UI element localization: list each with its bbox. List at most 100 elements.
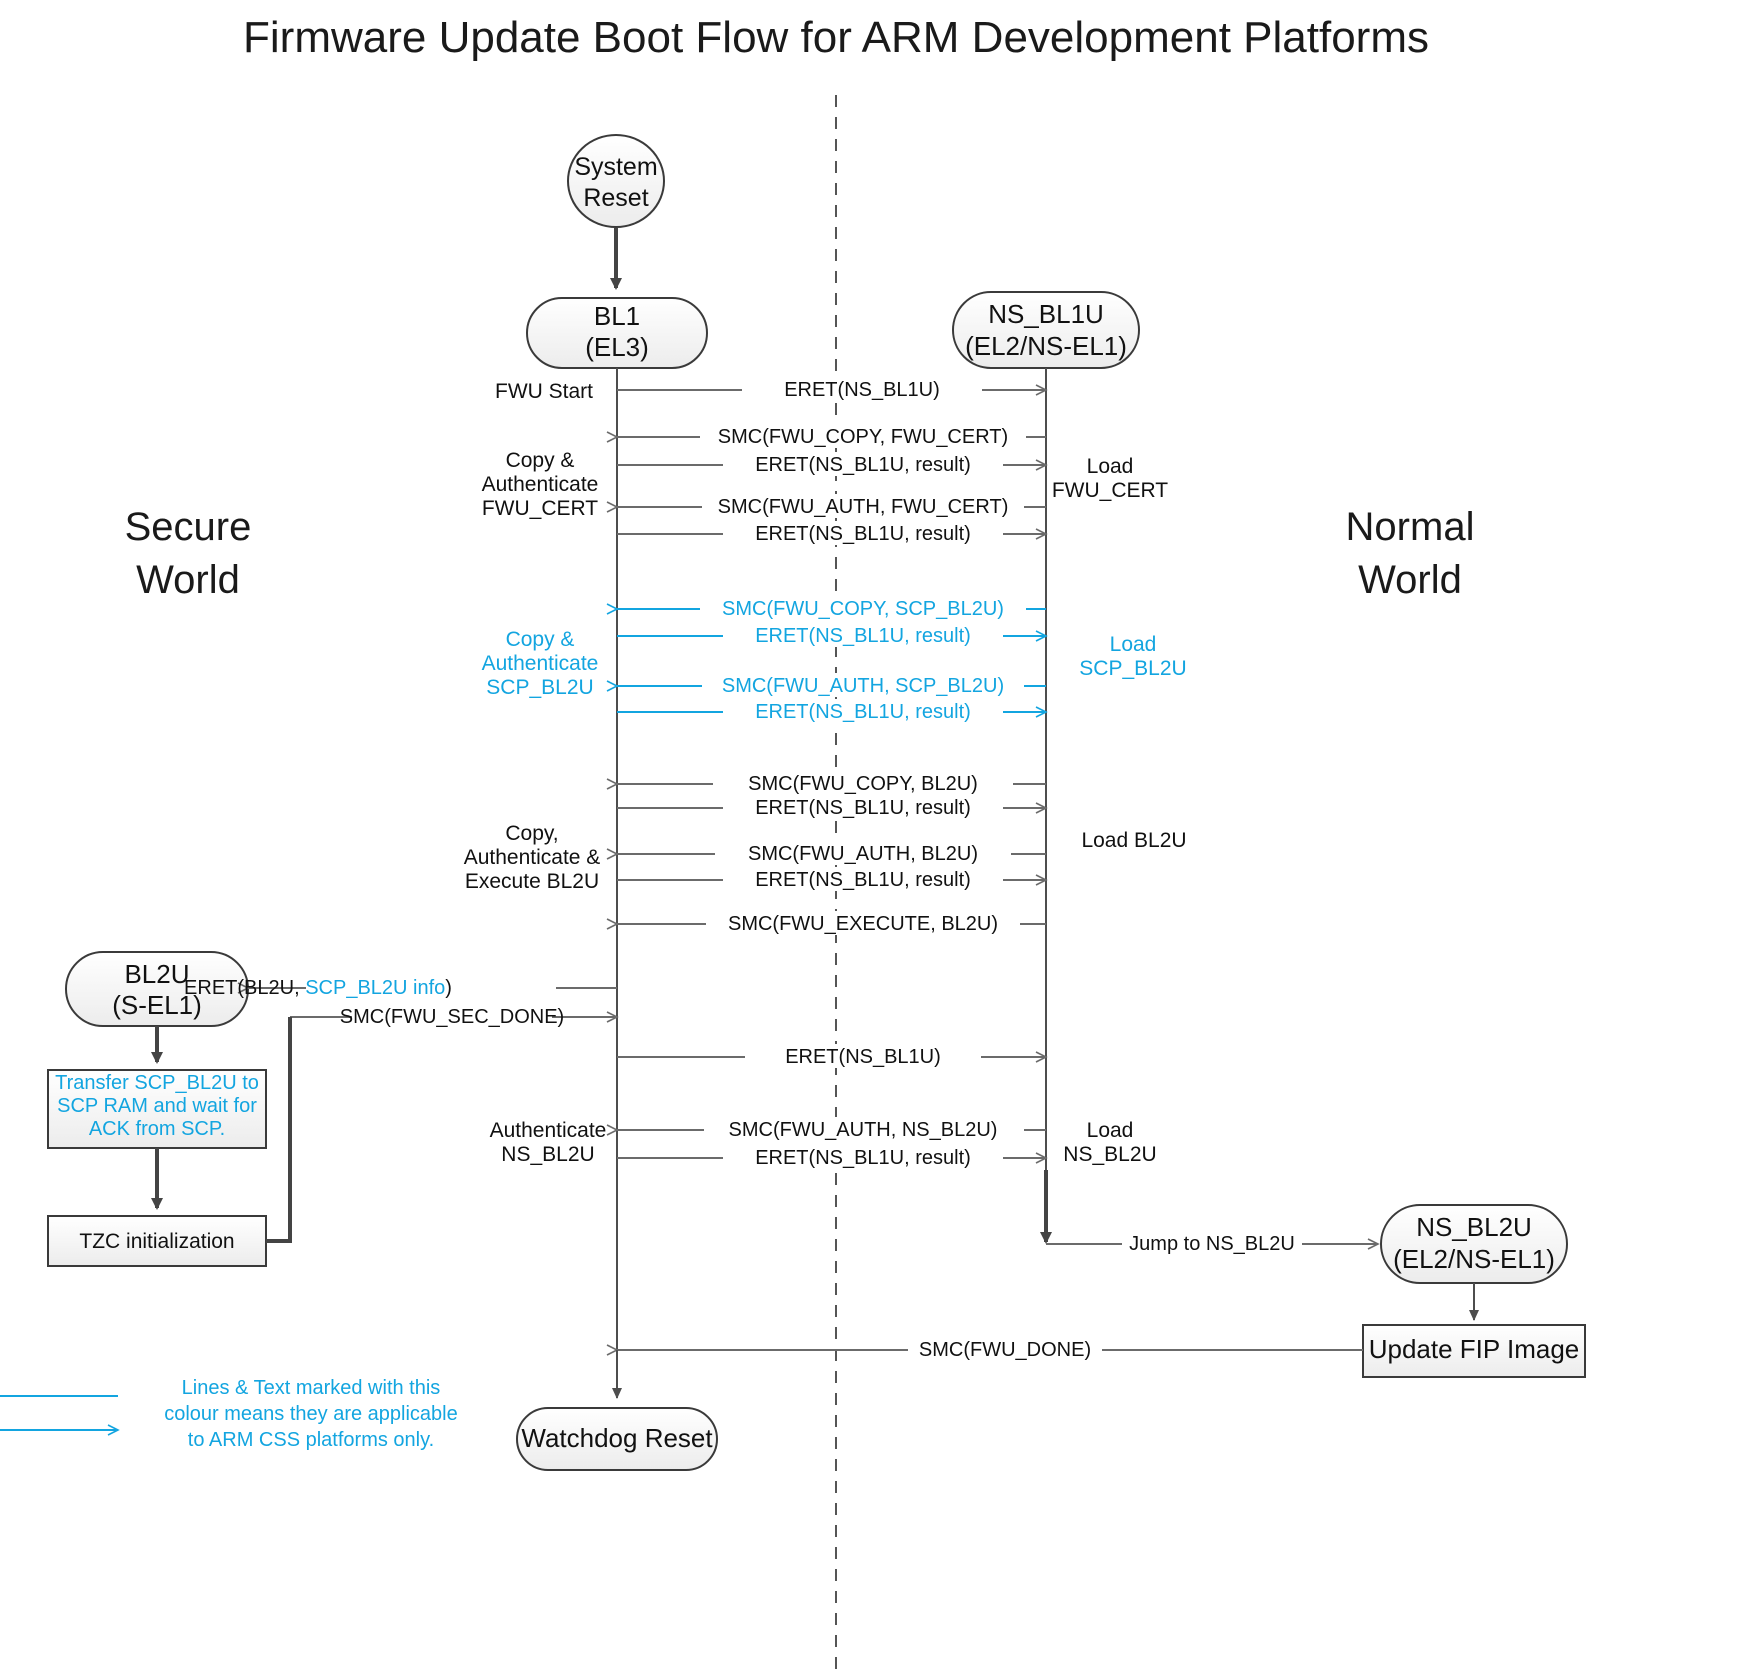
svg-text:ERET(NS_BL1U): ERET(NS_BL1U) (784, 379, 940, 401)
annotation-load-scp-bl2u: Load SCP_BL2U (1079, 633, 1186, 680)
message-smc-fwu-sec-done: SMC(FWU_SEC_DONE) (290, 1004, 619, 1028)
node-watchdog-reset[interactable]: Watchdog Reset (516, 1407, 718, 1471)
label-bg (908, 1337, 1102, 1361)
box-transfer-scp-bl2u[interactable]: Transfer SCP_BL2U to SCP RAM and wait fo… (47, 1069, 267, 1149)
svg-text:Lines & Text marked with this: Lines & Text marked with this (182, 1377, 441, 1399)
annotation-copy-authenticate-execute-bl2u: Copy, Authenticate & Execute BL2U (464, 822, 601, 893)
svg-text:Copy,: Copy, (505, 822, 558, 845)
page-title: Firmware Update Boot Flow for ARM Develo… (243, 13, 1429, 62)
svg-text:NS_BL2U: NS_BL2U (1063, 1143, 1156, 1166)
box-update-fip-image[interactable]: Update FIP Image (1362, 1324, 1586, 1378)
annotation-copy-authenticate-scp-bl2u: Copy & Authenticate SCP_BL2U (482, 628, 599, 699)
svg-text:Watchdog Reset: Watchdog Reset (521, 1423, 713, 1453)
svg-text:colour means they are applicab: colour means they are applicable (164, 1403, 458, 1425)
watchdog-reset-shape (516, 1407, 718, 1471)
message-smc-fwu-done: SMC(FWU_DONE) (606, 1337, 1363, 1361)
node-bl2u[interactable]: BL2U (S-EL1) (65, 951, 249, 1027)
svg-text:SMC(FWU_AUTH, NS_BL2U): SMC(FWU_AUTH, NS_BL2U) (729, 1119, 998, 1141)
message-m9: ERET(NS_BL1U, result) (617, 699, 1048, 723)
svg-text:ERET(NS_BL1U, result): ERET(NS_BL1U, result) (755, 701, 971, 723)
label-bg (723, 699, 1003, 723)
svg-text:SMC(FWU_AUTH, FWU_CERT): SMC(FWU_AUTH, FWU_CERT) (718, 496, 1009, 518)
svg-text:SMC(FWU_COPY, FWU_CERT): SMC(FWU_COPY, FWU_CERT) (718, 426, 1008, 448)
normal-world-label: Normal World (1346, 505, 1475, 602)
svg-text:SMC(FWU_COPY, SCP_BL2U): SMC(FWU_COPY, SCP_BL2U) (722, 598, 1004, 620)
update-fip-box-shape (1362, 1324, 1586, 1378)
svg-text:SMC(FWU_AUTH, BL2U): SMC(FWU_AUTH, BL2U) (748, 843, 978, 865)
message-m17: ERET(NS_BL1U) (617, 1044, 1048, 1068)
message-eret-bl2u: ERET(BL2U, SCP_BL2U info) (184, 975, 617, 999)
node-ns-bl2u[interactable]: NS_BL2U (EL2/NS-EL1) (1380, 1204, 1568, 1284)
node-system-reset[interactable]: System Reset (567, 134, 665, 228)
message-m11: ERET(NS_BL1U, result) (617, 795, 1048, 819)
svg-text:NS_BL2U: NS_BL2U (501, 1143, 594, 1166)
message-m8: SMC(FWU_AUTH, SCP_BL2U) (606, 673, 1046, 697)
message-jump-to-ns-bl2u: Jump to NS_BL2U (1040, 1170, 1380, 1255)
message-m1: ERET(NS_BL1U) (617, 377, 1048, 401)
message-m7: ERET(NS_BL1U, result) (617, 623, 1048, 647)
svg-text:ACK from SCP.: ACK from SCP. (89, 1118, 225, 1140)
secure-world-label: Secure World (125, 505, 252, 602)
svg-text:to ARM CSS platforms only.: to ARM CSS platforms only. (188, 1429, 434, 1451)
svg-text:FWU Start: FWU Start (495, 380, 593, 403)
label-bg (702, 494, 1024, 518)
svg-text:ERET(NS_BL1U, result): ERET(NS_BL1U, result) (755, 797, 971, 819)
svg-text:Load: Load (1110, 633, 1157, 656)
label-bg (715, 841, 1011, 865)
svg-text:SMC(FWU_DONE): SMC(FWU_DONE) (919, 1339, 1091, 1361)
box-tzc-initialization[interactable]: TZC initialization (47, 1215, 267, 1267)
svg-text:Load: Load (1087, 455, 1134, 478)
label-bg (704, 1117, 1024, 1141)
label-bg (706, 911, 1020, 935)
svg-text:Execute BL2U: Execute BL2U (465, 870, 599, 893)
label-bg (702, 673, 1024, 697)
label-bg (723, 623, 1003, 647)
label-bg (306, 975, 556, 999)
svg-text:Normal: Normal (1346, 505, 1475, 549)
svg-text:SMC(FWU_SEC_DONE): SMC(FWU_SEC_DONE) (340, 1006, 564, 1028)
annotation-fwu-start: FWU Start (495, 380, 593, 403)
svg-text:Authenticate: Authenticate (482, 652, 599, 675)
tzc-box-shape (47, 1215, 267, 1267)
svg-text:SMC(FWU_COPY, BL2U): SMC(FWU_COPY, BL2U) (748, 773, 978, 795)
label-bg (713, 771, 1013, 795)
message-m2: SMC(FWU_COPY, FWU_CERT) (606, 424, 1046, 448)
svg-text:SCP RAM and wait for: SCP RAM and wait for (57, 1095, 257, 1117)
node-bl1[interactable]: BL1 (EL3) (526, 297, 708, 369)
svg-text:Copy &: Copy & (506, 449, 575, 472)
svg-text:Secure: Secure (125, 505, 252, 549)
svg-text:Reset: Reset (583, 184, 648, 212)
svg-text:(EL2/NS-EL1): (EL2/NS-EL1) (965, 331, 1127, 361)
svg-text:ERET(NS_BL1U): ERET(NS_BL1U) (785, 1046, 941, 1068)
svg-text:BL2U: BL2U (124, 959, 189, 989)
svg-text:TZC initialization: TZC initialization (79, 1230, 234, 1253)
svg-text:Update FIP Image: Update FIP Image (1369, 1334, 1580, 1364)
message-m3: ERET(NS_BL1U, result) (617, 452, 1048, 476)
svg-text:SMC(FWU_EXECUTE, BL2U): SMC(FWU_EXECUTE, BL2U) (728, 913, 998, 935)
label-bg (723, 795, 1003, 819)
label-bg (745, 1044, 981, 1068)
system-reset-shape (567, 134, 665, 228)
svg-text:World: World (136, 558, 240, 602)
svg-text:(EL3): (EL3) (585, 332, 649, 362)
svg-text:Load BL2U: Load BL2U (1081, 829, 1186, 852)
svg-text:Authenticate: Authenticate (482, 473, 599, 496)
svg-text:Copy &: Copy & (506, 628, 575, 651)
svg-text:SMC(FWU_AUTH, SCP_BL2U): SMC(FWU_AUTH, SCP_BL2U) (722, 675, 1004, 697)
message-m6: SMC(FWU_COPY, SCP_BL2U) (606, 596, 1046, 620)
svg-text:Load: Load (1087, 1119, 1134, 1142)
message-m19: ERET(NS_BL1U, result) (617, 1145, 1048, 1169)
message-m18: SMC(FWU_AUTH, NS_BL2U) (606, 1117, 1046, 1141)
svg-text:ERET(NS_BL1U, result): ERET(NS_BL1U, result) (755, 1147, 971, 1169)
svg-text:NS_BL2U: NS_BL2U (1416, 1212, 1532, 1242)
annotation-load-bl2u: Load BL2U (1081, 829, 1186, 852)
label-bg (1122, 1231, 1302, 1255)
svg-text:Authenticate &: Authenticate & (464, 846, 601, 869)
annotation-load-ns-bl2u: Load NS_BL2U (1063, 1119, 1156, 1166)
message-m12: SMC(FWU_AUTH, BL2U) (606, 841, 1046, 865)
svg-text:SCP_BL2U: SCP_BL2U (486, 676, 593, 699)
node-ns-bl1u[interactable]: NS_BL1U (EL2/NS-EL1) (952, 291, 1140, 369)
svg-text:NS_BL1U: NS_BL1U (988, 299, 1104, 329)
message-m4: SMC(FWU_AUTH, FWU_CERT) (606, 494, 1046, 518)
